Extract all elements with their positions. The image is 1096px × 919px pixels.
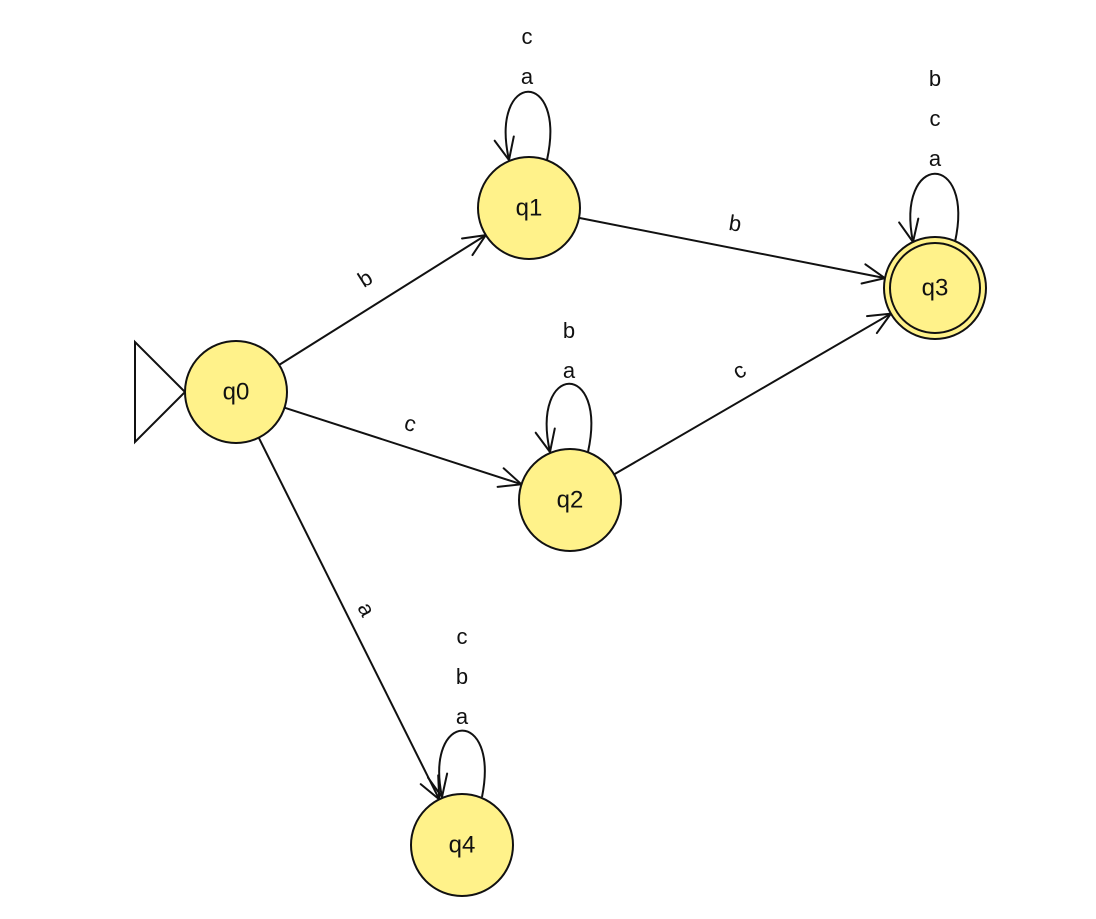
transition-label-q0-q2: c [402,410,419,437]
transition-label-q1-q3: b [727,210,743,237]
state-circle-q4[interactable] [410,793,514,897]
state-label-q2: q2 [557,486,584,513]
state-q2[interactable]: q2 [518,448,622,552]
self-loop-q4 [438,729,486,798]
self-loop-label-q2-b: b [563,318,575,343]
state-label-q3: q3 [922,274,949,301]
self-loop-label-q3-b: b [929,66,941,91]
initial-state-marker-q0 [134,339,187,445]
transition-q2-q3 [613,312,892,476]
states-layer: q0 q1 q2 q3 q4 [134,156,987,897]
state-circle-q1[interactable] [477,156,581,260]
self-loop-label-q4-b: b [456,664,468,689]
arrowhead-self-loop-q1 [493,135,515,161]
accepting-ring-q3 [889,242,981,334]
transition-q0-q4 [257,437,441,800]
state-circle-q0[interactable] [184,340,288,444]
state-label-q4: q4 [449,831,476,858]
transition-label-q0-q1: b [353,265,377,293]
state-q1[interactable]: q1 [477,156,581,260]
state-circle-q2[interactable] [518,448,622,552]
transition-label-q0-q4: a [353,598,381,621]
self-loop-label-q1-c: c [522,24,533,49]
state-q3[interactable]: q3 [883,236,987,340]
self-loop-label-q1-a: a [521,64,534,89]
state-q0[interactable]: q0 [134,339,288,445]
state-label-q1: q1 [516,194,543,221]
transition-q0-q2 [284,406,522,486]
self-loop-label-q3-c: c [930,106,941,131]
transition-q0-q1 [278,234,487,366]
transition-q1-q3 [578,216,886,280]
self-loop-label-q2-a: a [563,358,576,383]
state-label-q0: q0 [223,378,250,405]
arrowhead-self-loop-q2 [534,427,556,453]
self-loop-q2 [545,382,593,453]
self-loop-q3 [909,172,960,243]
self-loop-label-q4-a: a [456,704,469,729]
self-loop-q1 [504,90,552,161]
transition-label-q2-q3: c [728,357,750,384]
self-loop-label-q4-c: c [457,624,468,649]
transitions-layer [257,90,960,801]
self-loop-label-q3-a: a [929,146,942,171]
state-circle-q3[interactable] [883,236,987,340]
state-q4[interactable]: q4 [410,793,514,897]
arrowhead-self-loop-q3 [898,217,920,243]
